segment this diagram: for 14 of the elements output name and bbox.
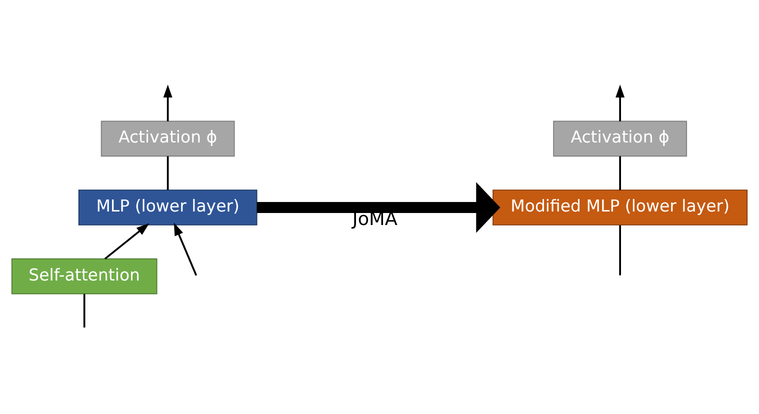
- node-box: Self-attention: [11, 258, 158, 294]
- node-box: Activation ϕ: [100, 120, 235, 156]
- arrow: [616, 84, 625, 121]
- arrow: [174, 222, 198, 276]
- arrow: [163, 84, 172, 121]
- connector: [83, 293, 86, 328]
- connector: [166, 156, 169, 190]
- arrow: [256, 182, 500, 232]
- connector: [619, 224, 621, 275]
- connector: [619, 156, 621, 190]
- node-box: MLP (lower layer): [78, 189, 258, 225]
- node-box: Activation ϕ: [553, 120, 688, 156]
- arrow: [104, 222, 150, 260]
- node-box: Modified MLP (lower layer): [492, 189, 748, 225]
